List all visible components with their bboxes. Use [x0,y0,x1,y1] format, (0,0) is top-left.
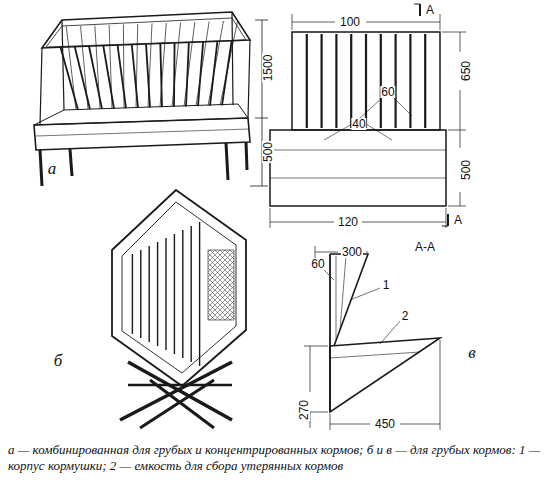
dimension-label: 1500 [262,54,274,83]
rack-slat [380,34,382,128]
dimension-label: 60 [380,86,395,98]
front-view-drawing [270,4,466,228]
section-a-a-drawing [304,246,440,430]
figure-letter: а [47,160,58,177]
rack-slat [148,246,149,342]
rack-slat [198,42,203,107]
rack-slat [196,22,209,107]
rack-slat [350,34,352,128]
rack-slat [136,24,138,108]
rack-slat [172,23,181,107]
rack-slat [335,34,337,128]
rack-slat [160,23,166,107]
rack-slat [103,45,114,109]
dimension-label: 450 [374,418,396,430]
rack-slat [66,27,76,110]
rack-slat [208,21,223,106]
dimension-label: 120 [337,216,359,228]
section-mark: А [425,4,435,16]
rack-slat [117,45,126,109]
callout-number: 1 [382,279,391,291]
dimension-label: 270 [298,399,310,421]
section-mark: А [453,214,463,226]
rack-slat [148,24,152,108]
dimension-label: 100 [339,16,361,28]
rack-slat [184,22,195,106]
rack-slat [365,34,367,128]
rack-slat [89,46,102,109]
combined-feeder-drawing [34,12,268,186]
rack-slat [395,34,397,128]
rack-slat [220,21,238,106]
rack-slat [132,254,133,334]
rack-slat [81,26,88,109]
rack-slat [190,226,191,362]
rack-slat [109,25,112,109]
section-title: А-А [414,241,436,253]
rack-slat [60,47,78,110]
dimension-label: 650 [460,60,472,82]
callout-number: 2 [401,310,410,322]
rack-slat [140,250,141,338]
figure-caption: а — комбинированная для грубых и концент… [8,442,548,475]
dimension-label: 40 [351,118,366,130]
hexagonal-feeder-drawing [112,190,246,428]
figure-letter: в [467,344,476,361]
figure-letter: б [53,352,64,369]
dimension-label: 500 [460,159,472,181]
dimension-label: 300 [341,246,363,258]
rack-slat [182,230,183,358]
rack-slat [123,25,125,109]
dimension-label: 60 [310,258,325,270]
rack-slat [157,242,158,346]
dimension-label: 500 [262,141,274,163]
rack-slat [199,222,200,366]
rack-slat [95,26,100,109]
rack-slat [75,46,90,109]
rack-slat [165,238,166,350]
rack-slat [424,34,426,128]
rack-slat [174,234,175,354]
rack-slat [321,34,323,128]
rack-slat [306,34,308,128]
